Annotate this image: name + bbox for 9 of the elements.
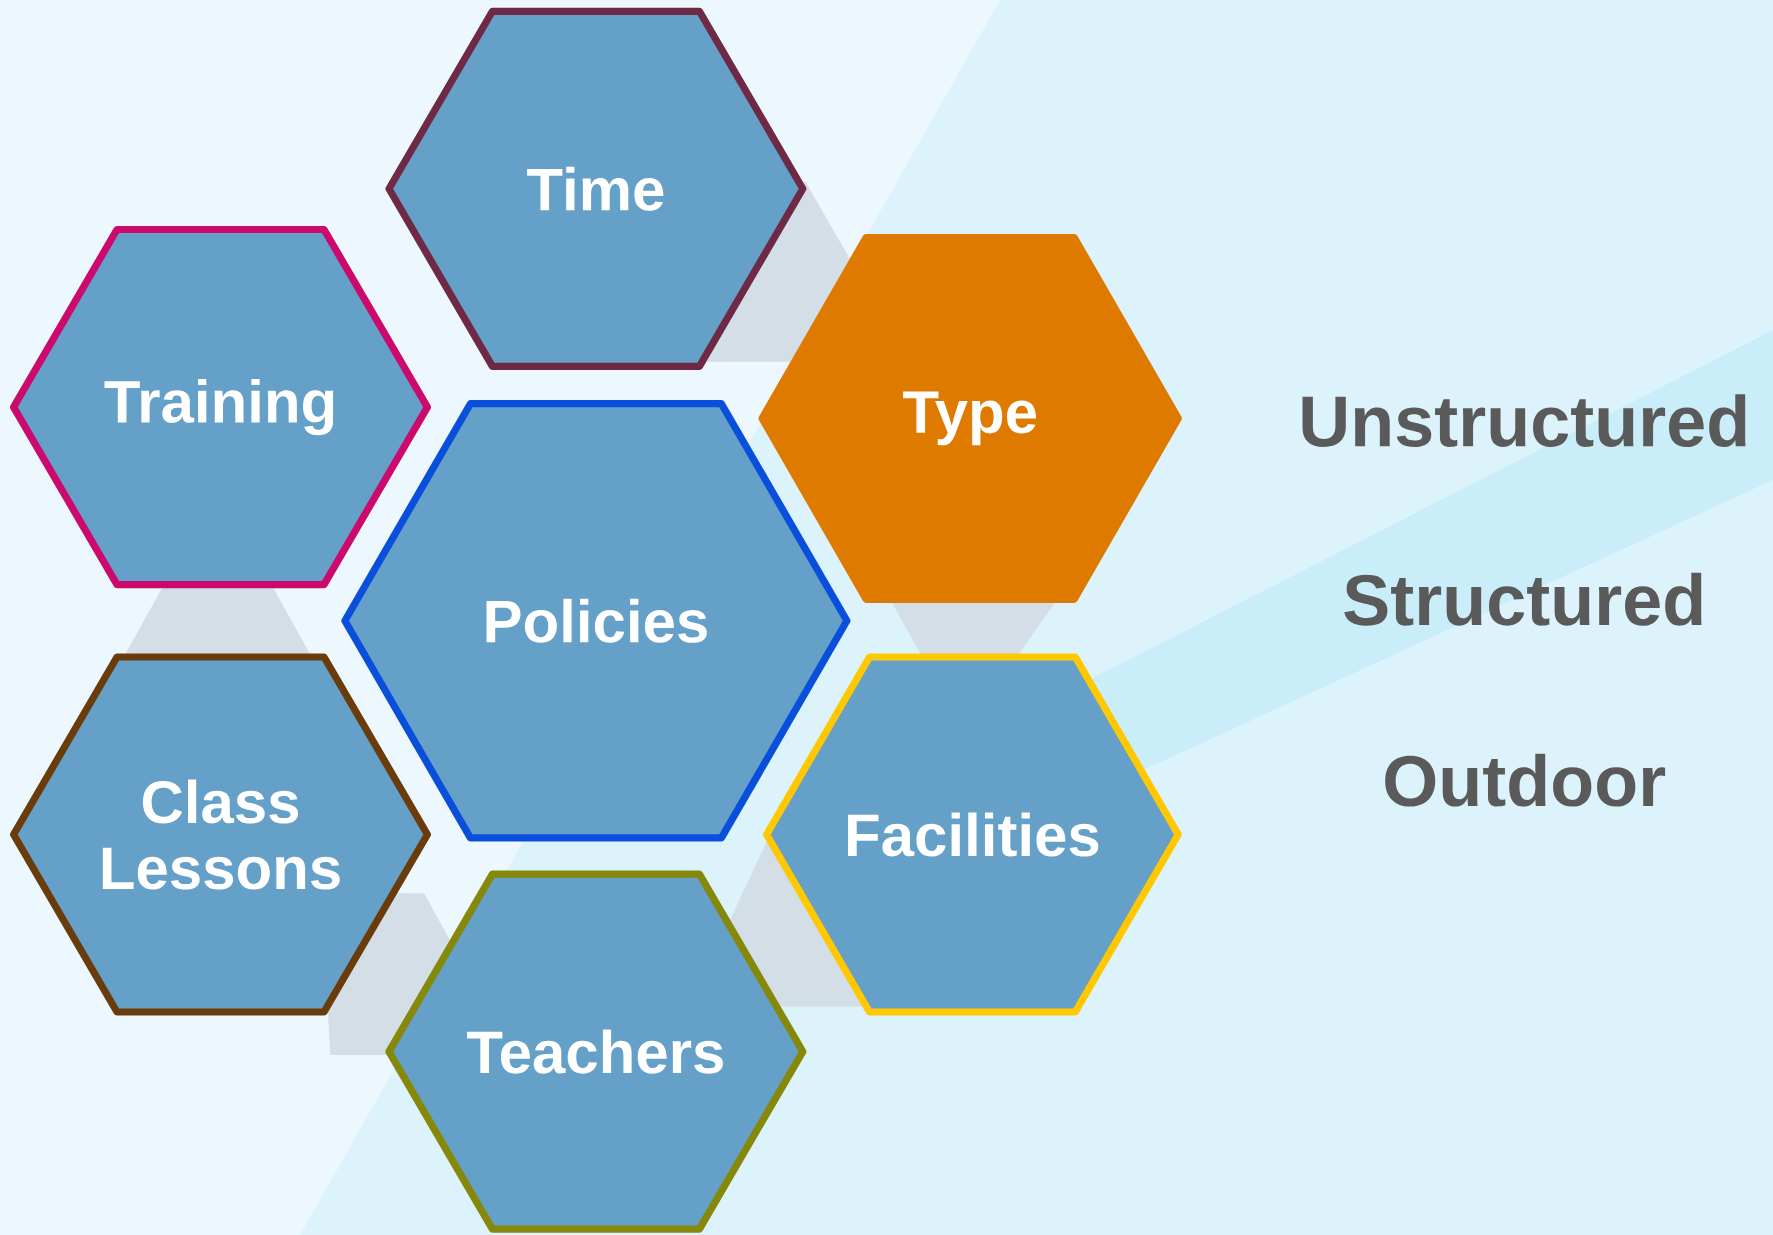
option-label: Outdoor bbox=[1385, 753, 1666, 807]
hexagon: Teachers bbox=[385, 870, 807, 1233]
hexagon: Time bbox=[385, 7, 807, 370]
option-label: Unstructured bbox=[1302, 394, 1746, 447]
hexagon: Class Lessons bbox=[10, 653, 431, 1016]
hexagon: Type bbox=[758, 233, 1182, 603]
hexagon: Facilities bbox=[763, 653, 1182, 1016]
option-label: Structured bbox=[1344, 572, 1702, 626]
hexagon: Training bbox=[10, 225, 431, 589]
